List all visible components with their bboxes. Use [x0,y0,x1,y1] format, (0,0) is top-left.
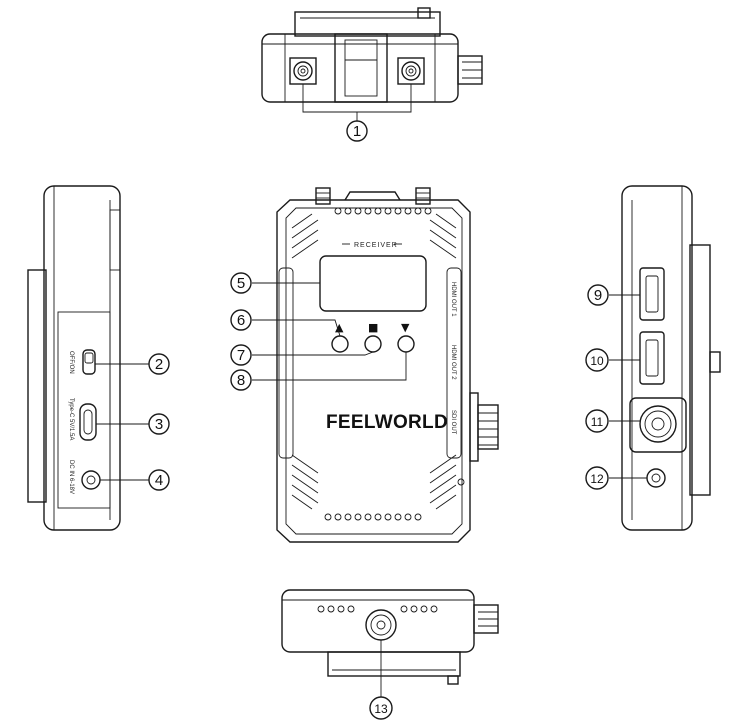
front-view: RECEIVER ▲ ■ ▼ FEELWORLD HDMI OUT 1 HDMI… [252,187,499,543]
top-mount-plate [294,11,441,37]
headphone-mark [457,478,465,486]
callouts: 1 2 3 4 5 6 7 8 [148,120,609,720]
sdi-out-label: SDI OUT [450,410,456,435]
down-button [397,335,415,353]
right-body [621,185,693,531]
right-mount-plate [689,244,711,496]
callout-6: 6 [230,309,252,331]
svg-text:1: 1 [353,123,361,140]
dc-in-label: DC IN 6-18V [68,460,74,494]
up-button [331,335,349,353]
callout-2: 2 [148,353,170,375]
callout-7: 7 [230,344,252,366]
bottom-view [281,589,499,697]
headphone-jack [646,468,666,488]
callout-9: 9 [587,284,609,306]
svg-text:6: 6 [237,312,245,329]
bottom-mount-plate [327,651,461,677]
brand-logo: FEELWORLD [326,412,448,433]
stripes-lower-right [429,454,457,510]
front-body [276,199,471,543]
power-switch [82,349,96,375]
front-sdi-connector [469,392,499,462]
bottom-dots [317,605,438,613]
hdmi-port-1 [639,267,665,321]
receiver-label: RECEIVER [354,242,398,249]
right-side-view [609,185,721,531]
callout-11: 11 [585,409,609,433]
stripes-lower-left [291,454,319,510]
svg-text:13: 13 [374,702,388,716]
stop-glyph: ■ [368,321,378,334]
left-mount-plate [27,269,47,503]
stripes-upper-left [291,213,319,259]
oled-screen [319,255,427,312]
svg-text:8: 8 [237,372,245,389]
hdmi-port-2 [639,331,665,385]
right-tab [709,351,721,373]
vent-dots-top [334,207,432,215]
svg-text:10: 10 [590,354,604,368]
antenna-connector-left [289,57,317,85]
hdmi-out-2-label: HDMI OUT 2 [450,345,456,380]
svg-text:4: 4 [155,472,163,489]
svg-text:7: 7 [237,347,245,364]
hdmi-out-1-label: HDMI OUT 1 [450,282,456,317]
callout-1: 1 [346,120,368,142]
top-view [261,7,483,121]
callout-5: 5 [230,272,252,294]
svg-text:3: 3 [155,416,163,433]
down-glyph: ▼ [401,321,410,334]
tripod-mount [365,609,397,641]
callout-12: 12 [585,466,609,490]
left-grip [278,267,294,459]
left-side-view: OFF/ON Type-C 5V/1.5A DC IN 6-18V [27,185,150,531]
callout-8: 8 [230,369,252,391]
type-c-label: Type-C 5V/1.5A [68,398,74,440]
front-antenna-right [415,187,431,205]
svg-text:9: 9 [594,287,602,304]
bottom-body [281,589,475,653]
right-grip [446,267,462,459]
sdi-bnc-connector [629,397,687,453]
svg-text:11: 11 [591,415,604,429]
up-glyph: ▲ [335,321,344,334]
callout-10: 10 [585,348,609,372]
vent-dots-bottom [324,513,422,521]
left-body [43,185,121,531]
callout-4: 4 [148,469,170,491]
off-on-label: OFF/ON [68,351,74,374]
menu-button [364,335,382,353]
callout-13: 13 [369,696,393,720]
dc-in-port [81,470,101,490]
svg-text:2: 2 [155,356,163,373]
front-antenna-left [315,187,331,205]
top-center-rail [334,33,388,103]
type-c-port [79,403,97,441]
svg-text:5: 5 [237,275,245,292]
stripes-upper-right [429,213,457,259]
callout-3: 3 [148,413,170,435]
svg-text:12: 12 [590,472,604,486]
antenna-connector-right [397,57,425,85]
